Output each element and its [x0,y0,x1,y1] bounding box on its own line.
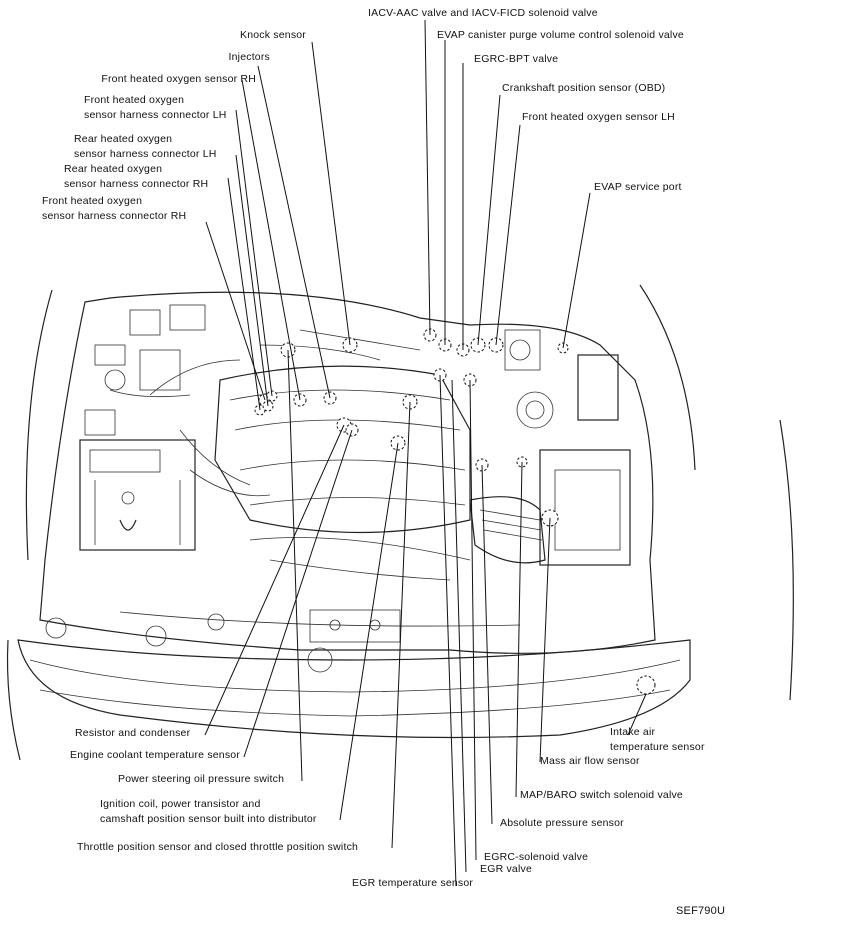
label-front-ho2s-conn-rh: Front heated oxygen sensor harness conne… [42,195,187,222]
engine-block [214,365,471,534]
label-front-ho2s-lh: Front heated oxygen sensor LH [522,111,675,123]
label-ect-sensor: Engine coolant temperature sensor [70,749,241,761]
label-resistor: Resistor and condenser [75,727,191,739]
left-outer-edge [6,639,21,761]
front-bumper [17,639,691,739]
label-egrc-solenoid: EGRC-solenoid valve [484,851,589,863]
right-fender-inner [779,419,794,701]
label-egr-valve: EGR valve [480,863,532,875]
label-ignition: Ignition coil, power transistor and cams… [100,798,317,825]
label-egr-temp: EGR temperature sensor [352,877,474,889]
right-fender-arc [639,284,696,471]
label-front-ho2s-rh: Front heated oxygen sensor RH [101,73,256,85]
label-iacv: IACV-AAC valve and IACV-FICD solenoid va… [368,7,598,19]
battery [79,439,196,551]
figure-code: SEF790U [676,905,726,917]
label-map-baro: MAP/BARO switch solenoid valve [520,789,683,801]
label-abs-pressure: Absolute pressure sensor [500,817,624,829]
label-iat: Intake air temperature sensor [610,726,705,753]
label-injectors: Injectors [228,51,270,63]
label-ckp-sensor: Crankshaft position sensor (OBD) [502,82,666,94]
engine-bay-outline [39,291,656,654]
leader-lines [204,19,647,887]
label-evap-purge: EVAP canister purge volume control solen… [437,29,684,41]
label-egrc-bpt: EGRC-BPT valve [474,53,559,65]
intake-duct [469,496,546,564]
label-rear-ho2s-conn-lh: Rear heated oxygen sensor harness connec… [74,133,217,160]
label-evap-port: EVAP service port [594,181,682,193]
label-maf: Mass air flow sensor [540,755,640,767]
label-rear-ho2s-conn-rh: Rear heated oxygen sensor harness connec… [64,163,209,190]
air-cleaner [539,449,631,566]
label-tps: Throttle position sensor and closed thro… [77,841,359,853]
label-knock-sensor: Knock sensor [239,29,306,41]
label-ps-switch: Power steering oil pressure switch [118,773,285,785]
locator-iat [636,675,656,695]
label-front-ho2s-conn-lh: Front heated oxygen sensor harness conne… [84,94,227,121]
left-fender-arc [25,289,53,561]
